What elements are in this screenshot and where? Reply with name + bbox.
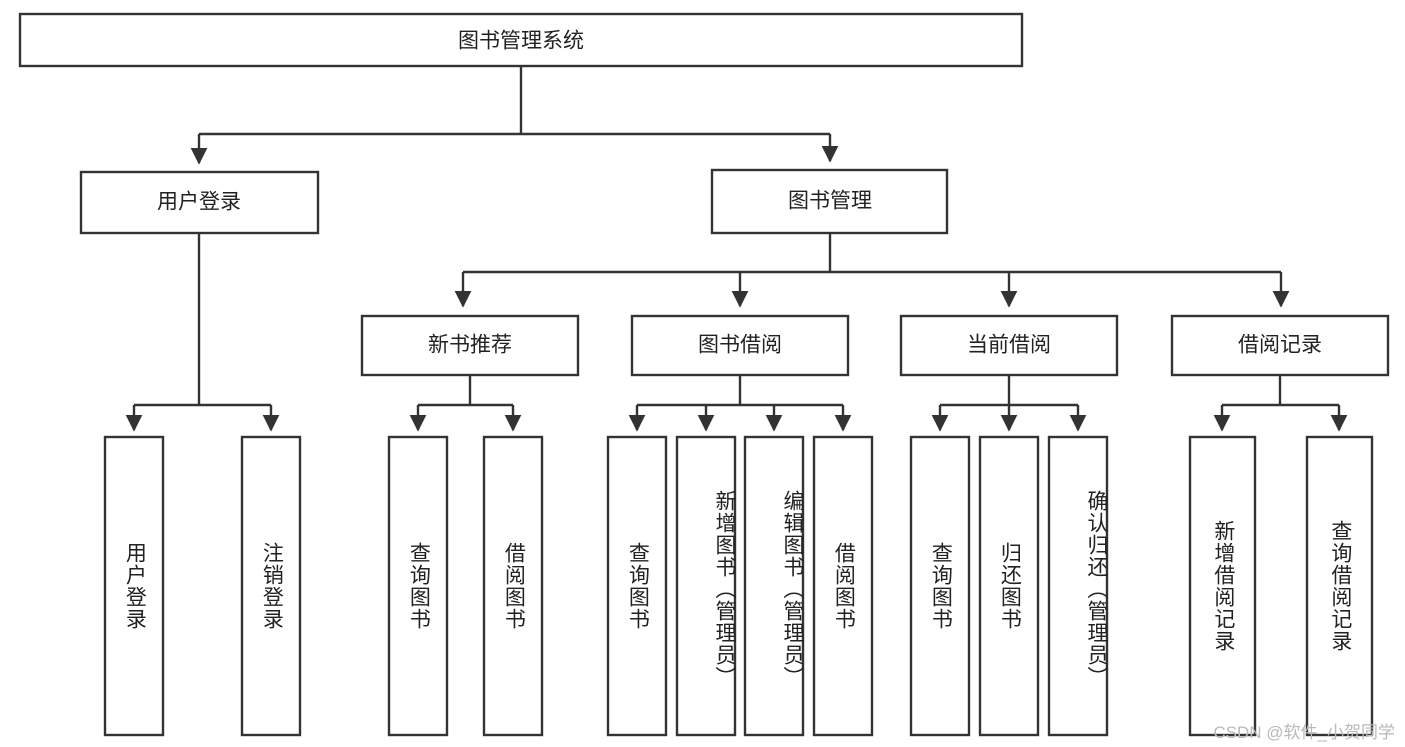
leaf-box-borrow-book-2[interactable]	[812, 435, 874, 737]
leaf-box-borrow-book-1[interactable]	[482, 435, 544, 737]
leaf-boxes-group	[103, 435, 1374, 737]
connector-current-borrow-to-leaves	[931, 375, 1087, 432]
leaf-box-add-book[interactable]	[675, 435, 737, 737]
leaf-box-return-book[interactable]	[978, 435, 1040, 737]
node-user-login-label: 用户登录	[157, 191, 241, 214]
connector-book-borrow-to-leaves	[628, 375, 852, 432]
leaf-box-add-record[interactable]	[1188, 435, 1257, 737]
leaf-box-user-login[interactable]	[103, 435, 165, 737]
leaf-box-confirm-return[interactable]	[1047, 435, 1109, 737]
leaf-box-query-book-1[interactable]	[387, 435, 449, 737]
node-book-management[interactable]: 图书管理	[710, 168, 949, 235]
node-user-login[interactable]: 用户登录	[79, 170, 320, 235]
connector-root-to-level1	[190, 66, 839, 165]
node-book-borrow-label: 图书借阅	[698, 334, 782, 357]
leaf-box-query-book-3[interactable]	[909, 435, 971, 737]
node-book-borrow[interactable]: 图书借阅	[630, 314, 850, 377]
leaf-box-logout[interactable]	[240, 435, 302, 737]
node-new-book-recommend[interactable]: 新书推荐	[360, 314, 580, 377]
node-root-label: 图书管理系统	[458, 30, 584, 53]
leaf-box-query-book-2[interactable]	[606, 435, 668, 737]
node-borrow-record-label: 借阅记录	[1238, 334, 1322, 357]
node-book-management-label: 图书管理	[788, 190, 872, 213]
connector-user-login-to-leaves	[125, 233, 280, 432]
connector-borrow-record-to-leaves	[1213, 375, 1348, 432]
node-current-borrow-label: 当前借阅	[967, 334, 1051, 357]
connector-new-book-recommend-to-leaves	[409, 375, 522, 432]
node-borrow-record[interactable]: 借阅记录	[1170, 314, 1390, 377]
csdn-watermark: CSDN @软件_小贺同学	[1213, 723, 1395, 742]
node-current-borrow[interactable]: 当前借阅	[899, 314, 1119, 377]
node-root[interactable]: 图书管理系统	[18, 12, 1024, 68]
connector-book-management-to-level2	[454, 233, 1290, 308]
leaf-box-query-record[interactable]	[1305, 435, 1374, 737]
leaf-box-edit-book[interactable]	[743, 435, 805, 737]
node-new-book-recommend-label: 新书推荐	[428, 334, 512, 357]
